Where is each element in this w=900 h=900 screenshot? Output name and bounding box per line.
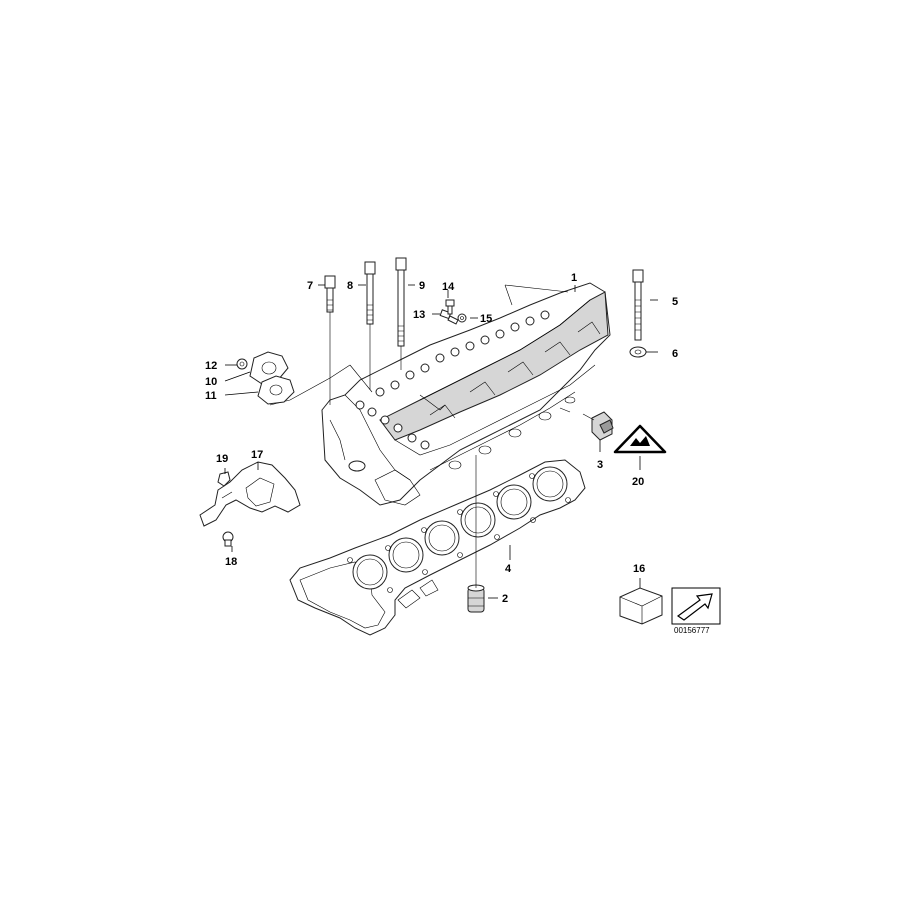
callout-14: 14 [442,281,455,293]
callout-15: 15 [480,313,492,325]
callout-5: 5 [672,296,678,308]
clip-19[interactable] [217,471,231,487]
callout-2: 2 [502,593,508,605]
dowel-sleeve[interactable] [467,584,485,613]
nut-15[interactable] [457,313,467,323]
temperature-sensor[interactable] [582,411,614,441]
callout-4: 4 [505,563,512,575]
repair-kit-box[interactable] [619,587,663,625]
callout-17: 17 [251,449,263,461]
callout-1: 1 [571,272,577,284]
bolt-5[interactable] [632,269,644,341]
gasket-11[interactable] [257,375,295,405]
washer-6[interactable] [629,346,647,358]
flange-10[interactable] [249,351,289,385]
arrow-label-icon [671,587,721,625]
head-gasket[interactable] [289,459,586,636]
bolt-9[interactable] [395,257,407,347]
bolt-7[interactable] [324,275,336,313]
callout-19: 19 [216,453,228,465]
warning-label[interactable] [613,424,667,454]
callout-6: 6 [672,348,678,360]
callout-8: 8 [347,280,353,292]
callout-leaders [224,284,658,599]
callout-3: 3 [597,459,603,471]
bolt-14[interactable] [445,299,455,315]
callout-16: 16 [633,563,645,575]
callout-9: 9 [419,280,425,292]
bolt-8[interactable] [364,261,376,325]
nut-12[interactable] [236,358,248,370]
callout-12: 12 [205,360,217,372]
cylinder-head[interactable] [321,282,611,506]
callout-11: 11 [205,390,217,402]
callout-13: 13 [413,309,425,321]
diagram-number: 00156777 [674,626,710,635]
bolt-18[interactable] [222,531,234,547]
callout-7: 7 [307,280,313,292]
callout-labels: 1 2 3 4 5 6 7 8 9 10 11 12 13 14 15 16 1… [205,272,710,635]
callout-10: 10 [205,376,217,388]
callout-18: 18 [225,556,237,568]
bracket-17[interactable] [199,461,301,527]
callout-20: 20 [632,476,644,488]
